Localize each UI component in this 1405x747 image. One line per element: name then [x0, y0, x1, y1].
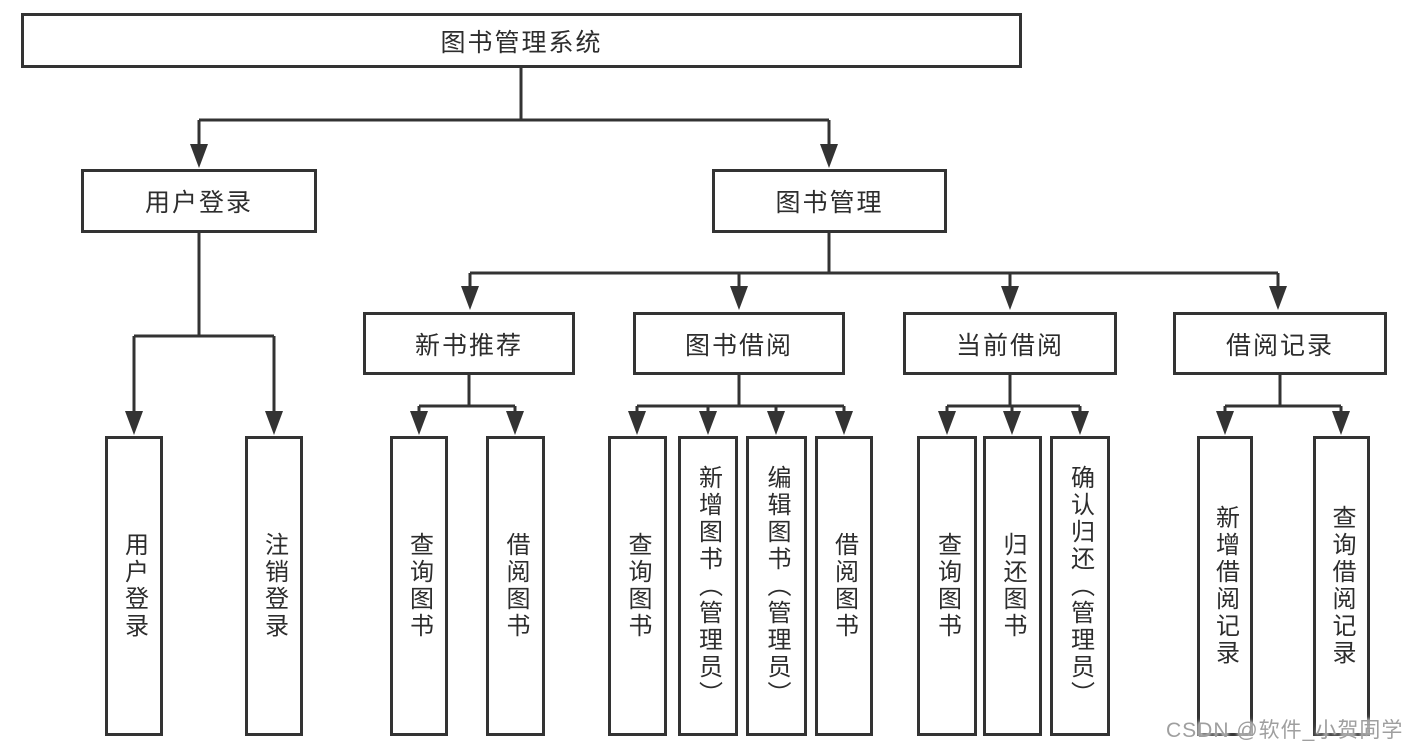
node-borrow-records: 借阅记录	[1173, 312, 1387, 375]
leaf-user-login: 用户登录	[105, 436, 163, 736]
node-new-book-recommend: 新书推荐	[363, 312, 575, 375]
node-root-library-management-system: 图书管理系统	[21, 13, 1022, 68]
leaf-add-borrow-record: 新增借阅记录	[1197, 436, 1253, 736]
node-current-borrow: 当前借阅	[903, 312, 1117, 375]
leaf-borrow-books-recommend: 借阅图书	[486, 436, 545, 736]
leaf-logout: 注销登录	[245, 436, 303, 736]
leaf-query-books-current: 查询图书	[917, 436, 977, 736]
node-user-login: 用户登录	[81, 169, 317, 233]
leaf-confirm-return-admin: 确认归还（管理员）	[1050, 436, 1110, 736]
leaf-query-borrow-record: 查询借阅记录	[1313, 436, 1370, 736]
node-book-borrow: 图书借阅	[633, 312, 845, 375]
leaf-return-books: 归还图书	[983, 436, 1042, 736]
leaf-query-books-recommend: 查询图书	[390, 436, 448, 736]
leaf-edit-books-admin: 编辑图书（管理员）	[746, 436, 807, 736]
leaf-add-books-admin: 新增图书（管理员）	[678, 436, 738, 736]
leaf-query-books-borrow: 查询图书	[608, 436, 667, 736]
node-book-management: 图书管理	[712, 169, 947, 233]
leaf-borrow-books: 借阅图书	[815, 436, 873, 736]
csdn-watermark: CSDN @软件_小贺同学	[1166, 719, 1404, 742]
